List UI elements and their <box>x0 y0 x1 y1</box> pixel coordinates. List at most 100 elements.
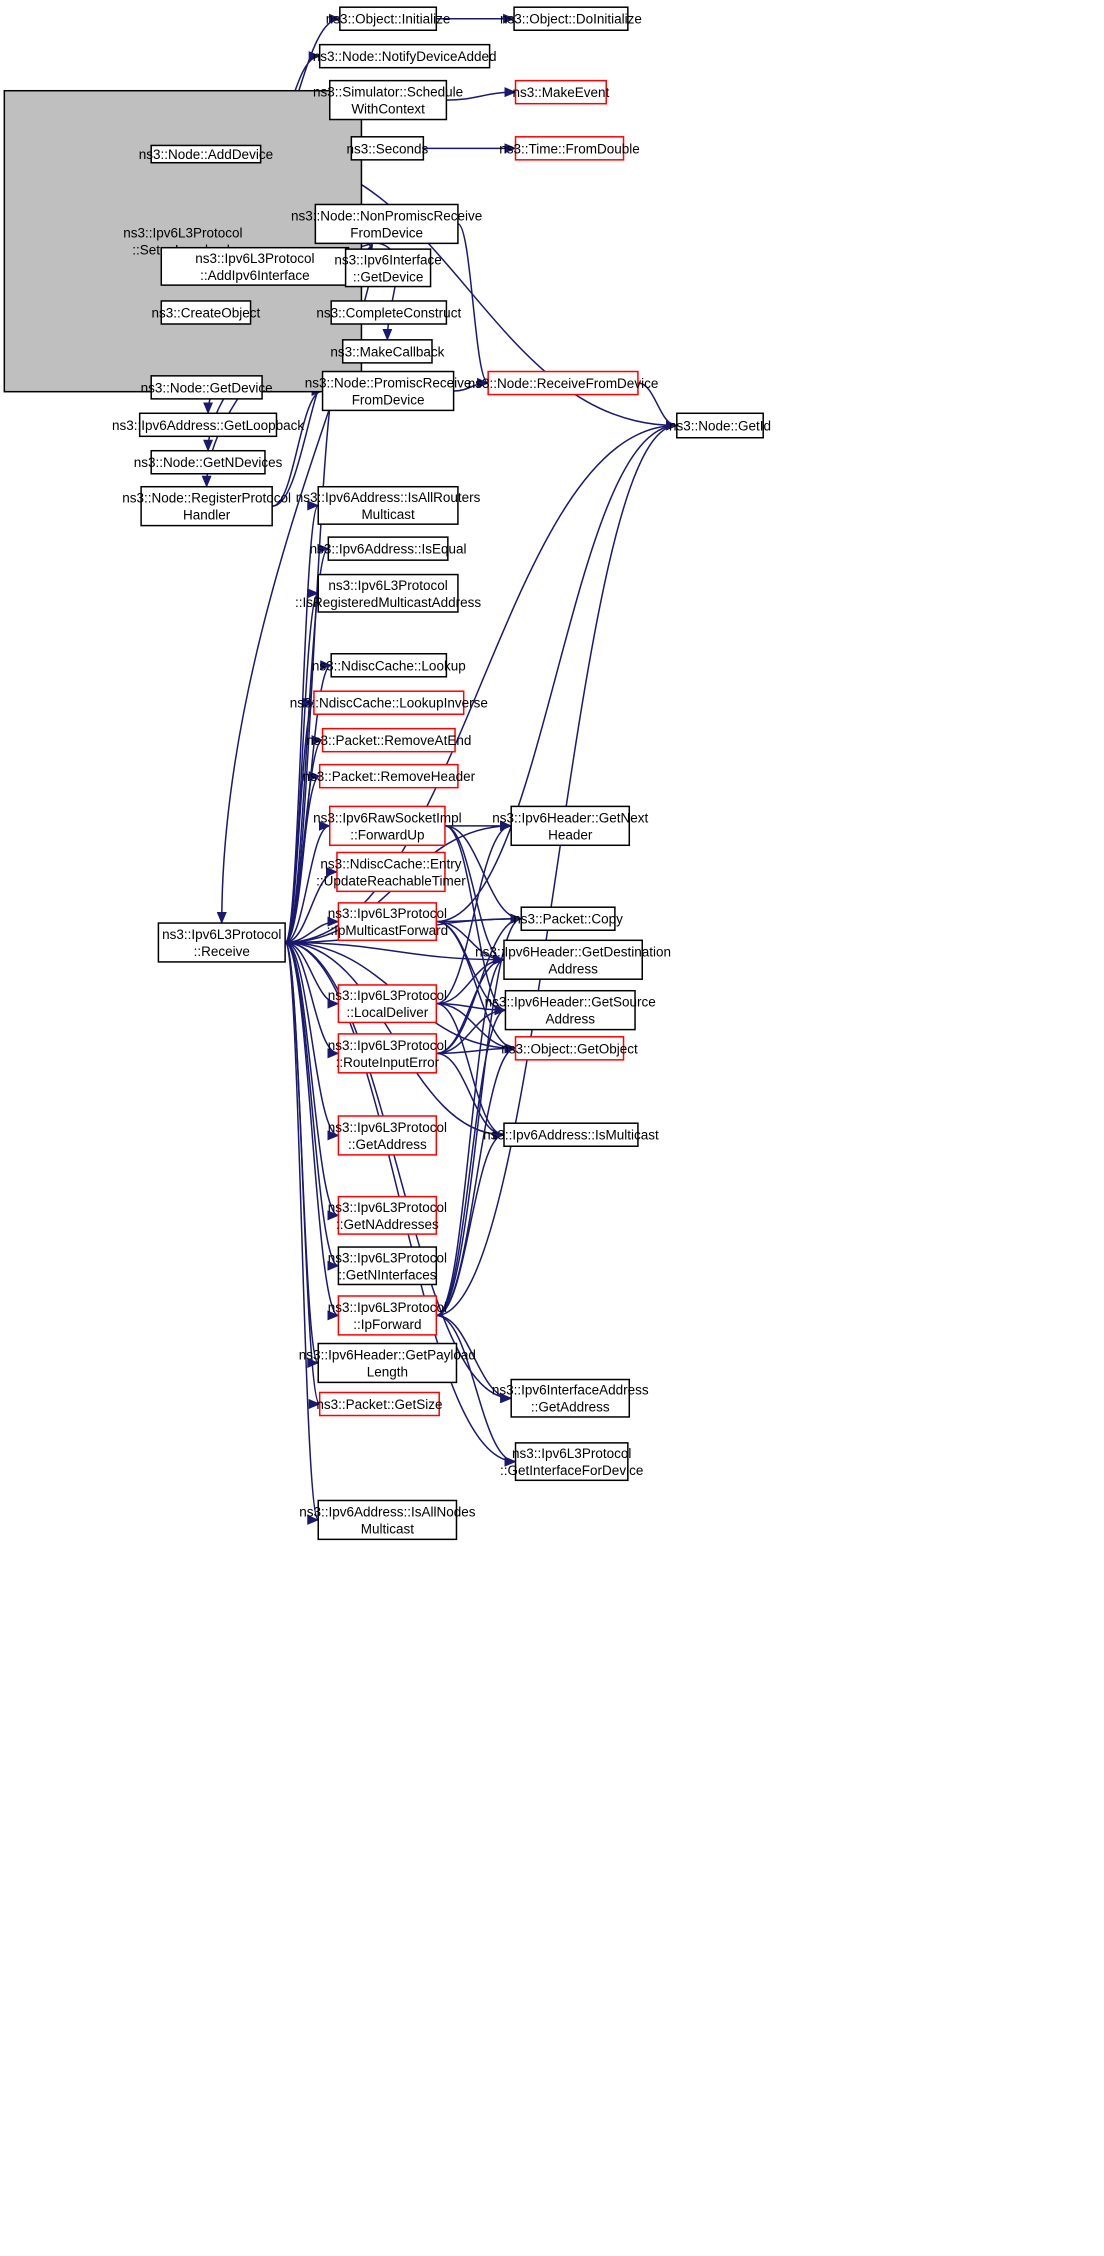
node-label-line: ns3::Ipv6L3Protocol <box>328 1250 447 1265</box>
node-box <box>314 203 459 245</box>
node-getid[interactable]: ns3::Node::GetId <box>669 412 771 439</box>
node-getiffordev[interactable]: ns3::Ipv6L3Protocol::GetInterfaceForDevi… <box>500 1442 643 1482</box>
node-pktcopy[interactable]: ns3::Packet::Copy <box>513 906 623 931</box>
node-label-line: ns3::Object::Initialize <box>326 12 451 27</box>
node-label-line: ::GetInterfaceForDevice <box>500 1463 643 1478</box>
node-layer: ns3::Ipv6L3Protocol::SetupLoopbackns3::N… <box>3 6 771 1541</box>
node-box <box>487 370 639 396</box>
node-label-line: ns3::Ipv6Header::GetSource <box>485 995 656 1010</box>
node-label-line: ns3::Ipv6L3Protocol <box>195 251 314 266</box>
node-getnif[interactable]: ns3::Ipv6L3Protocol::GetNInterfaces <box>328 1246 447 1286</box>
node-objinit[interactable]: ns3::Object::Initialize <box>326 6 451 31</box>
node-makecallback[interactable]: ns3::MakeCallback <box>330 339 445 364</box>
node-box <box>341 339 433 364</box>
node-box <box>339 6 438 31</box>
node-recvfromdev[interactable]: ns3::Node::ReceiveFromDevice <box>468 370 659 396</box>
node-forwardup[interactable]: ns3::Ipv6RawSocketImpl::ForwardUp <box>313 805 462 847</box>
node-label-line: ns3::Object::GetObject <box>501 1041 638 1056</box>
node-ndlookup[interactable]: ns3::NdiscCache::Lookup <box>312 653 466 678</box>
node-addipv6[interactable]: ns3::Ipv6L3Protocol::AddIpv6Interface <box>160 246 350 286</box>
node-label-line: ns3::Ipv6L3Protocol <box>512 1446 631 1461</box>
edge-ipmcfwd-to-getid <box>436 420 678 923</box>
node-fromdouble[interactable]: ns3::Time::FromDouble <box>499 136 640 161</box>
node-box <box>514 1442 629 1482</box>
edge-receive-to-ipforward <box>284 941 340 1321</box>
node-label-line: ns3::Ipv6L3Protocol <box>328 988 447 1003</box>
node-label-line: ::LocalDeliver <box>346 1005 428 1020</box>
node-label-line: ::GetDevice <box>353 269 424 284</box>
node-getobject[interactable]: ns3::Object::GetObject <box>501 1036 638 1061</box>
node-routeinerr[interactable]: ns3::Ipv6L3Protocol::RouteInputError <box>328 1033 447 1074</box>
node-box <box>317 485 459 525</box>
node-isequal[interactable]: ns3::Ipv6Address::IsEqual <box>310 536 467 561</box>
node-label-line: ns3::Ipv6Address::IsAllNodes <box>299 1504 476 1519</box>
node-ismulticast[interactable]: ns3::Ipv6Address::IsMulticast <box>483 1122 659 1147</box>
node-label-line: ns3::Ipv6L3Protocol <box>328 1120 447 1135</box>
node-label-line: ns3::Node::NonPromiscReceive <box>291 208 482 223</box>
edge-receive-to-routeinerr <box>284 941 340 1059</box>
node-label-line: ns3::Simulator::Schedule <box>313 85 463 100</box>
node-label-line: ns3::Packet::RemoveAtEnd <box>306 733 471 748</box>
node-box <box>157 922 286 963</box>
node-label-line: ns3::Ipv6Interface <box>334 252 441 267</box>
node-isregmc[interactable]: ns3::Ipv6L3Protocol::IsRegisteredMultica… <box>295 573 481 613</box>
node-createobj[interactable]: ns3::CreateObject <box>152 300 261 325</box>
node-getsize[interactable]: ns3::Packet::GetSize <box>316 1391 442 1417</box>
node-box <box>318 763 459 789</box>
edge-registerph-to-promisc <box>271 386 324 507</box>
node-label-line: FromDevice <box>350 225 423 240</box>
node-box <box>317 573 459 613</box>
node-seconds[interactable]: ns3::Seconds <box>346 136 429 161</box>
node-box <box>160 300 252 325</box>
node-box <box>510 1378 631 1418</box>
node-localdeliver[interactable]: ns3::Ipv6L3Protocol::LocalDeliver <box>328 984 447 1024</box>
edge-schedctx-to-makeevent <box>446 87 517 101</box>
node-label-line: ::IpMulticastForward <box>327 923 449 938</box>
node-box <box>330 653 448 678</box>
node-getnaddr[interactable]: ns3::Ipv6L3Protocol::GetNAddresses <box>328 1195 447 1235</box>
node-getloopback[interactable]: ns3::Ipv6Address::GetLoopback <box>112 412 304 438</box>
node-updreach[interactable]: ns3::NdiscCache::Entry::UpdateReachableT… <box>316 851 466 893</box>
node-ndlookupinv[interactable]: ns3::NdiscCache::LookupInverse <box>290 690 488 715</box>
edge-localdeliver-to-getnext <box>436 820 513 1005</box>
edge-receive-to-getsize <box>284 941 321 1409</box>
node-label-line: ns3::Node::AddDevice <box>139 147 273 162</box>
node-ipforward[interactable]: ns3::Ipv6L3Protocol::IpForward <box>328 1295 447 1336</box>
node-receive[interactable]: ns3::Ipv6L3Protocol::Receive <box>157 922 286 963</box>
node-getndevices[interactable]: ns3::Node::GetNDevices <box>134 449 283 475</box>
node-adddevice[interactable]: ns3::Node::AddDevice <box>139 144 273 164</box>
node-removeatend[interactable]: ns3::Packet::RemoveAtEnd <box>306 727 471 753</box>
node-box <box>337 1295 438 1336</box>
node-notifydev[interactable]: ns3::Node::NotifyDeviceAdded <box>313 43 497 69</box>
node-label-line: ns3::Seconds <box>346 141 428 156</box>
node-ifgetdevice[interactable]: ns3::Ipv6Interface::GetDevice <box>334 248 442 288</box>
node-label-line: ::GetAddress <box>531 1400 610 1415</box>
node-removeheader[interactable]: ns3::Packet::RemoveHeader <box>303 763 476 789</box>
node-completeconstruct[interactable]: ns3::CompleteConstruct <box>316 300 461 325</box>
node-box <box>337 902 438 942</box>
node-label-line: ns3::Ipv6L3Protocol <box>328 1300 447 1315</box>
edge-ipforward-to-getid <box>436 420 678 1317</box>
node-box <box>140 485 273 527</box>
node-label-line: ns3::Node::NotifyDeviceAdded <box>313 49 497 64</box>
node-box <box>520 906 616 931</box>
edge-ipmcfwd-to-getobject <box>436 920 517 1054</box>
node-getaddress[interactable]: ns3::Ipv6L3Protocol::GetAddress <box>328 1115 447 1156</box>
node-makeevent[interactable]: ns3::MakeEvent <box>512 79 610 105</box>
node-ipmcfwd[interactable]: ns3::Ipv6L3Protocol::IpMulticastForward <box>327 902 449 942</box>
node-getdevice[interactable]: ns3::Node::GetDevice <box>141 375 273 400</box>
node-root[interactable]: ns3::Ipv6L3Protocol::SetupLoopback <box>3 89 363 393</box>
edge-ipforward-to-getsrc <box>436 1005 507 1317</box>
node-doinit[interactable]: ns3::Object::DoInitialize <box>500 6 642 31</box>
node-ifaddrget[interactable]: ns3::Ipv6InterfaceAddress::GetAddress <box>492 1378 649 1418</box>
